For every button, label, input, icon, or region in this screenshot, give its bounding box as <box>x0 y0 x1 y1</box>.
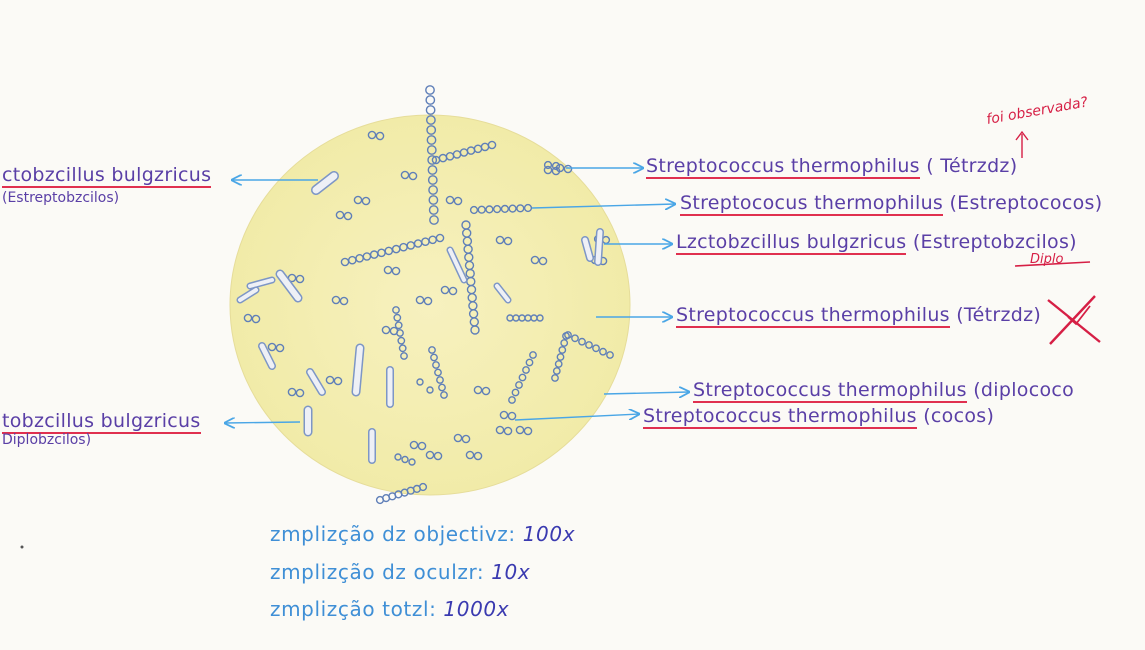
right-label-4: Streptococcus thermophilus (Tétrzdz) <box>676 304 1041 326</box>
coccus <box>426 96 434 104</box>
right-label-6-morph: (cocos) <box>923 405 994 427</box>
magnification-objective: zmplizção dz objectivz: 100x <box>270 522 575 546</box>
left-label-1: ctobzcillus bulgzricus <box>2 164 211 186</box>
right-label-5-morph: (diplococo <box>973 379 1074 401</box>
magnification-total-value: 1000x <box>443 597 509 621</box>
right-label-1: Streptococcus thermophilus ( Tétrzdz) <box>646 155 1017 177</box>
right-label-5: Streptococcus thermophilus (diplococo <box>693 379 1074 401</box>
magnification-objective-value: 100x <box>523 522 575 546</box>
pencil-dot <box>21 546 24 549</box>
left-label-1-sub: (Estreptobzcilos) <box>2 190 119 206</box>
coccus <box>426 86 434 94</box>
right-label-3: Lzctobzcillus bulgzricus (Estreptobzcilo… <box>676 231 1077 253</box>
right-label-6-species: Streptococcus thermophilus <box>643 405 917 429</box>
right-label-2-species: Streptococus thermophilus <box>680 192 943 216</box>
right-label-5-species: Streptococcus thermophilus <box>693 379 967 403</box>
arrow-right-5 <box>604 392 689 394</box>
arrow-left-2 <box>225 422 300 423</box>
coccus <box>426 106 434 114</box>
cross-out-mark <box>1048 296 1100 344</box>
right-label-4-morph: (Tétrzdz) <box>956 304 1041 326</box>
right-label-6: Streptococcus thermophilus (cocos) <box>643 405 994 427</box>
right-label-2: Streptococus thermophilus (Estreptococos… <box>680 192 1102 214</box>
magnification-ocular: zmplizção dz oculzr: 10x <box>270 560 530 584</box>
right-label-1-species: Streptococcus thermophilus <box>646 155 920 179</box>
left-label-2-sub: Diplobzcilos) <box>2 432 91 448</box>
bacillus-fill <box>598 232 600 262</box>
magnification-ocular-value: 10x <box>491 560 530 584</box>
right-label-3-morph: (Estreptobzcilos) <box>913 231 1077 253</box>
right-label-4-species: Streptococcus thermophilus <box>676 304 950 328</box>
correction-diplo: Diplo <box>1030 252 1063 267</box>
left-label-2-species: tobzcillus bulgzricus <box>2 410 201 434</box>
magnification-ocular-label: zmplizção dz oculzr: <box>270 560 484 584</box>
left-label-1-species: ctobzcillus bulgzricus <box>2 164 211 188</box>
right-label-1-morph: ( Tétrzdz) <box>926 155 1017 177</box>
magnification-objective-label: zmplizção dz objectivz: <box>270 522 516 546</box>
magnification-total: zmplizção totzl: 1000x <box>270 597 509 621</box>
left-label-2: tobzcillus bulgzricus <box>2 410 201 432</box>
right-label-3-species: Lzctobzcillus bulgzricus <box>676 231 906 255</box>
right-label-2-morph: (Estreptococos) <box>949 192 1102 214</box>
magnification-total-label: zmplizção totzl: <box>270 597 436 621</box>
bacillus-fill <box>356 348 360 392</box>
